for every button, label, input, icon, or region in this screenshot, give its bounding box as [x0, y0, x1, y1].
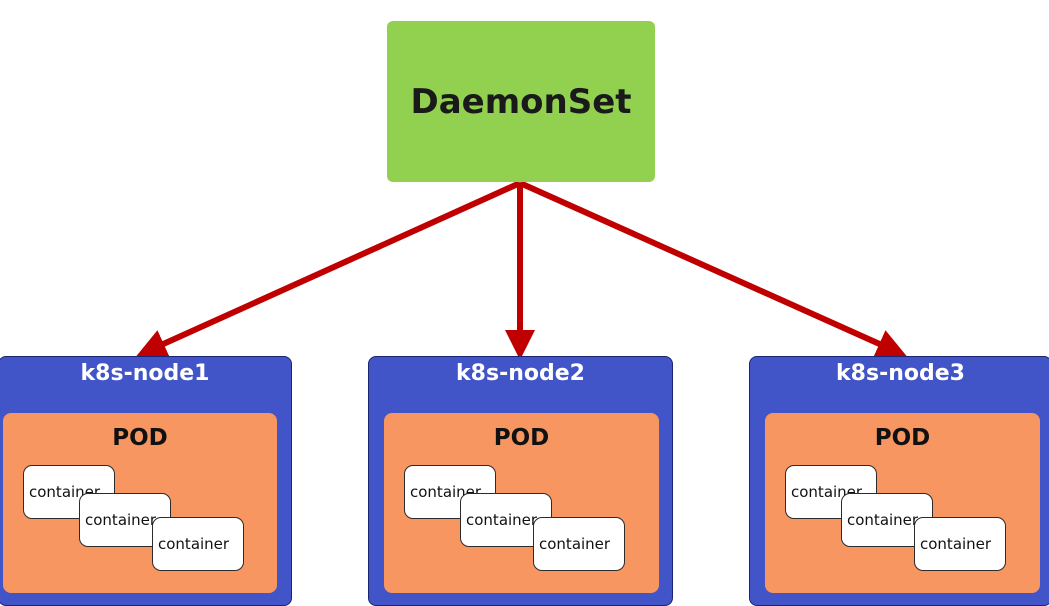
- node-k8s-node3: k8s-node3 POD container container contai…: [749, 356, 1049, 606]
- arrow-to-node1: [136, 180, 522, 358]
- container-box: container: [914, 517, 1006, 571]
- node-title: k8s-node1: [80, 361, 210, 386]
- container-label: container: [920, 535, 992, 553]
- container-label: container: [158, 535, 230, 553]
- container-box: container: [152, 517, 244, 571]
- daemonset-label: DaemonSet: [410, 81, 632, 122]
- arrow-to-node3: [518, 180, 907, 358]
- pod-box: POD container container container: [765, 413, 1040, 593]
- daemonset-box: DaemonSet: [387, 21, 655, 182]
- pod-box: POD container container container: [384, 413, 659, 593]
- node-title: k8s-node2: [456, 361, 585, 386]
- pod-title: POD: [493, 425, 550, 451]
- container-label: container: [847, 511, 919, 529]
- pod-title: POD: [874, 425, 931, 451]
- pod-title: POD: [112, 425, 168, 451]
- container-box: container: [533, 517, 625, 571]
- node-title: k8s-node3: [836, 361, 965, 386]
- node-k8s-node2: k8s-node2 POD container container contai…: [368, 356, 673, 606]
- container-label: container: [85, 511, 157, 529]
- pod-box: POD container container container: [3, 413, 277, 593]
- container-box: container: [785, 465, 877, 519]
- container-label: container: [466, 511, 538, 529]
- container-label: container: [539, 535, 611, 553]
- node-k8s-node1: k8s-node1 POD container container contai…: [0, 356, 292, 606]
